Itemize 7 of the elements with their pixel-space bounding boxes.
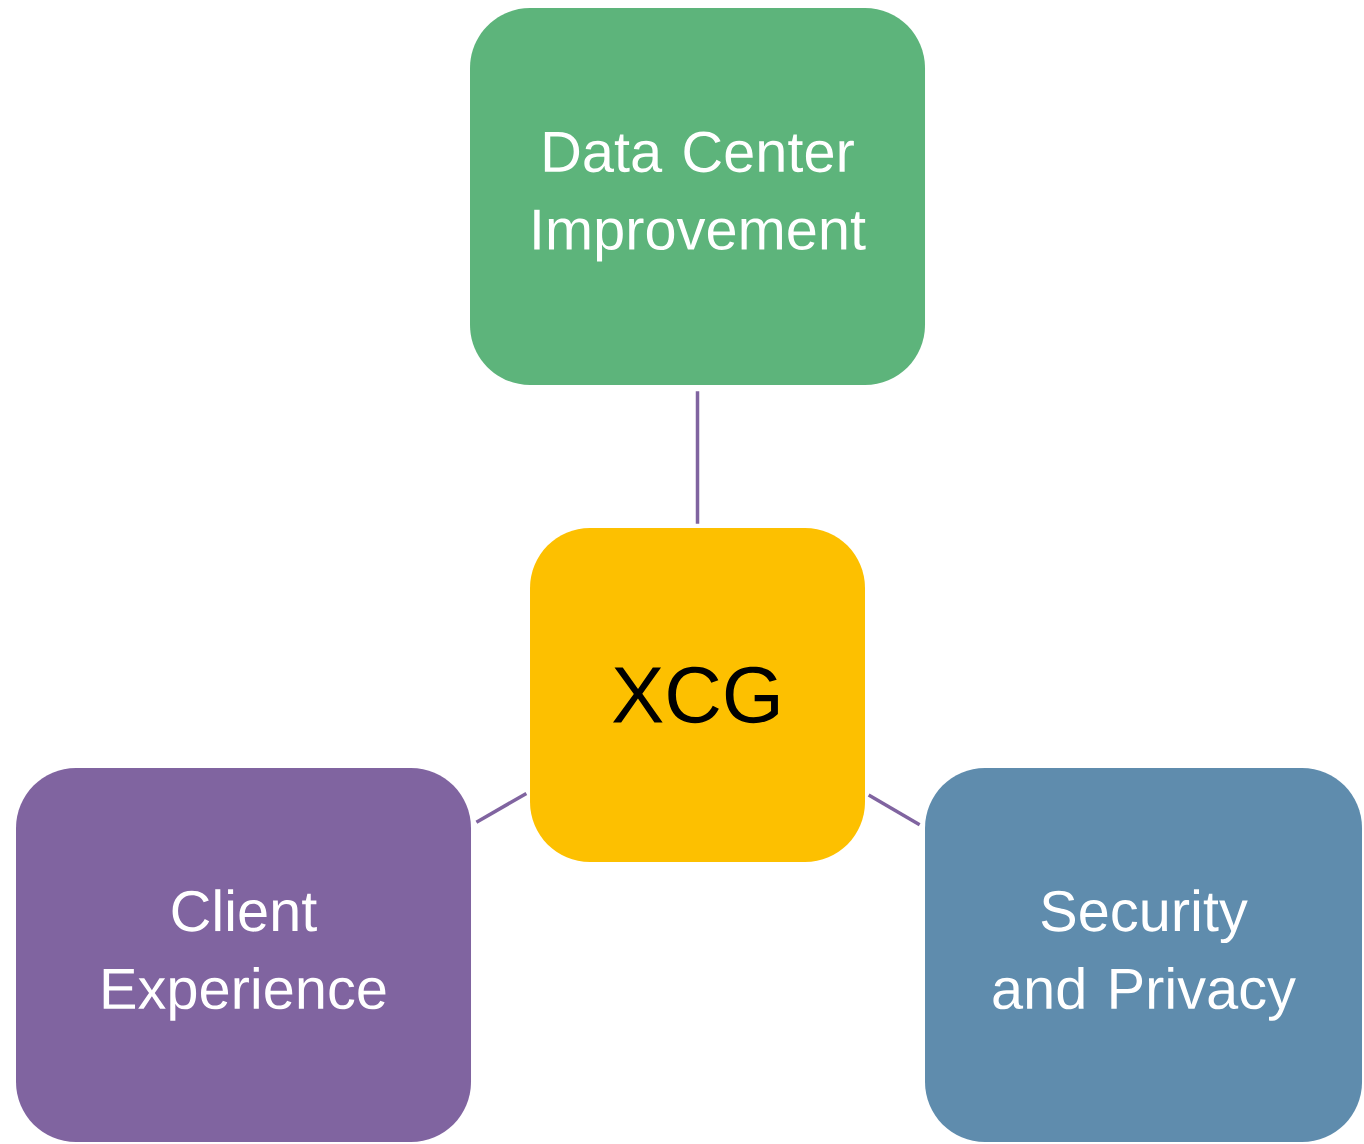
- topic-box: Security and Privacy: [925, 768, 1362, 1142]
- topic-box: Data Center Improvement: [470, 8, 925, 385]
- topic-box: Client Experience: [16, 768, 471, 1142]
- center-box: XCG: [530, 528, 865, 862]
- connector-line: [867, 793, 921, 827]
- connector-line: [475, 791, 528, 824]
- connector-line: [695, 391, 700, 524]
